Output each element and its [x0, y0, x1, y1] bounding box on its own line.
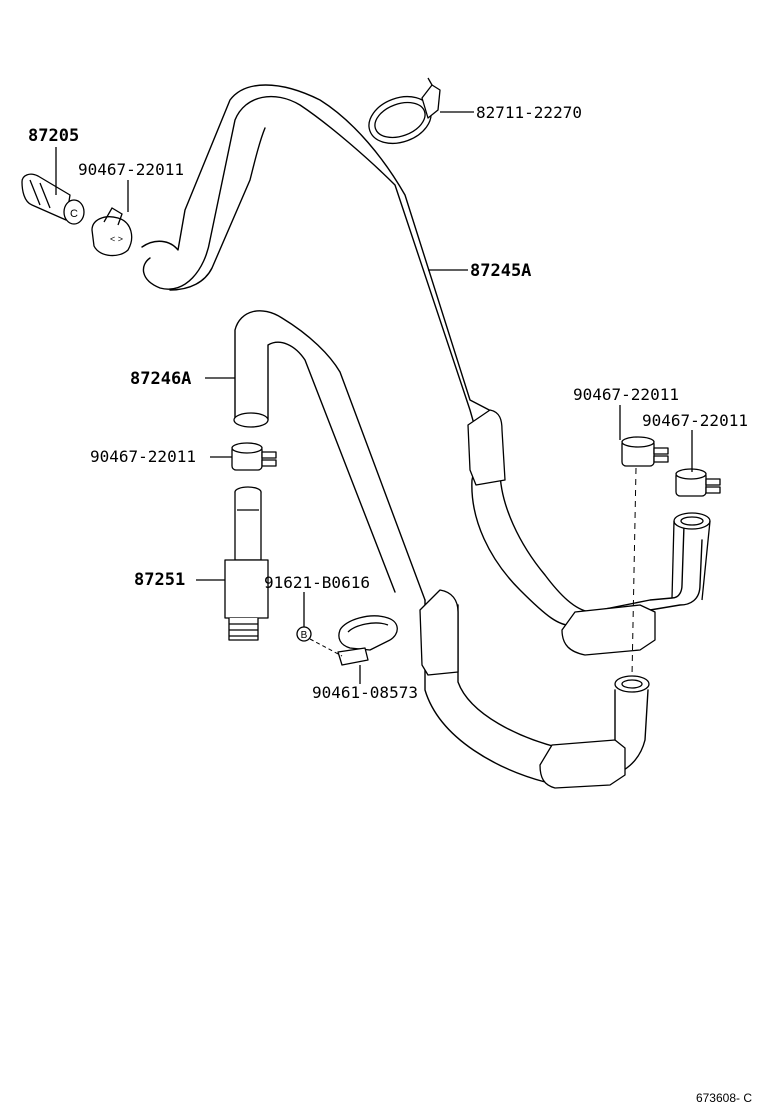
- svg-text:C: C: [70, 208, 78, 220]
- label-90467-22011-valve-clip: 90467-22011: [78, 160, 184, 179]
- svg-text:< >: < >: [110, 234, 123, 244]
- label-87205: 87205: [28, 126, 79, 146]
- alignment-line: [631, 467, 637, 677]
- water-valve-87205: C: [21, 173, 85, 225]
- label-91621-b0616: 91621-B0616: [264, 573, 370, 592]
- diagram-id: 673608- C: [696, 1091, 752, 1105]
- clamp-90461: [337, 615, 398, 666]
- leader-lines: [55, 111, 693, 684]
- label-90467-22011-left-clip: 90467-22011: [90, 447, 196, 466]
- heater-hose-87245a: [141, 84, 711, 656]
- bolt-marker-b: B: [296, 626, 343, 657]
- label-90467-22011-right-clip-2: 90467-22011: [642, 411, 748, 430]
- hose-clip-right-1: [621, 436, 669, 467]
- label-87251: 87251: [134, 570, 185, 590]
- hose-clip-left: [231, 442, 277, 471]
- hose-clip-right-2: [675, 468, 721, 497]
- label-87246a: 87246A: [130, 369, 191, 389]
- label-87245a: 87245A: [470, 261, 531, 281]
- hose-clip-near-valve: < >: [91, 207, 133, 257]
- heater-hose-87246a: [233, 310, 650, 789]
- band-clamp-82711: [368, 77, 441, 145]
- label-90467-22011-right-clip-1: 90467-22011: [573, 385, 679, 404]
- label-90461-08573: 90461-08573: [312, 683, 418, 702]
- marker-b-label: B: [301, 630, 308, 641]
- label-82711-22270: 82711-22270: [476, 103, 582, 122]
- water-pipe-87251: [224, 486, 269, 641]
